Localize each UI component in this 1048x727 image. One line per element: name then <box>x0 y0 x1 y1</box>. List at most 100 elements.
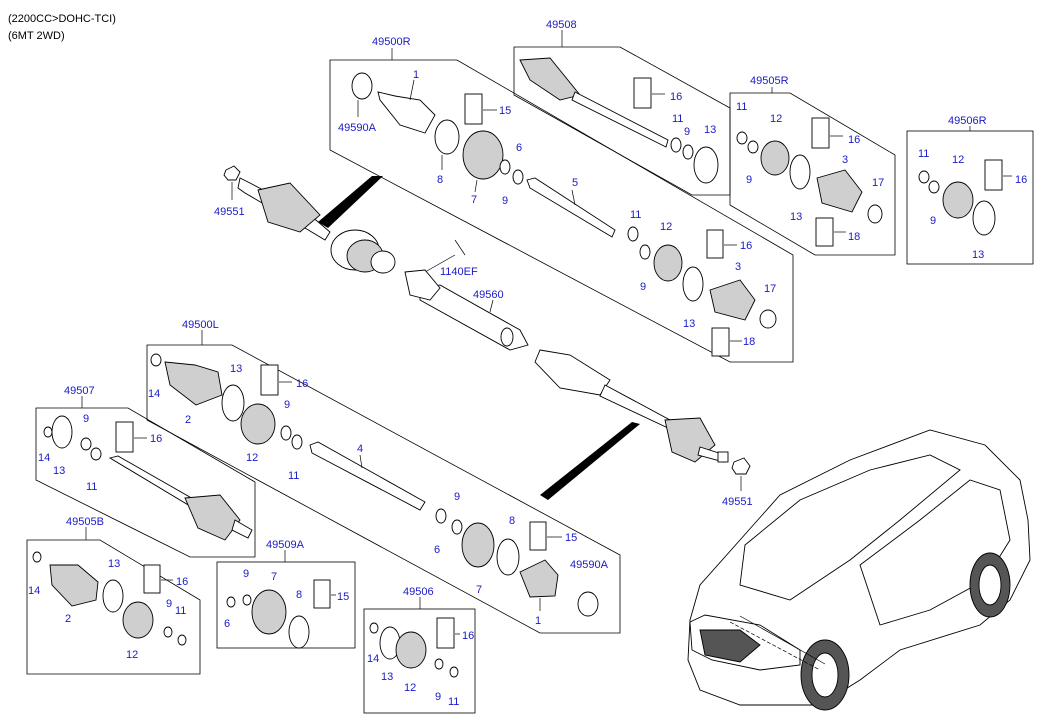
clamp-14-49507 <box>43 426 53 438</box>
label-16-49508[interactable]: 16 <box>670 91 682 103</box>
label-13-49506[interactable]: 13 <box>381 671 393 683</box>
label-9-r[interactable]: 9 <box>502 195 508 207</box>
label-15-49509A[interactable]: 15 <box>337 591 349 603</box>
label-3-r[interactable]: 3 <box>735 261 741 273</box>
label-9-L[interactable]: 9 <box>284 399 290 411</box>
label-13-L[interactable]: 13 <box>230 363 242 375</box>
label-8-L[interactable]: 8 <box>509 515 515 527</box>
label-4-L[interactable]: 4 <box>357 443 363 455</box>
label-16-r[interactable]: 16 <box>740 240 752 252</box>
label-16-49507[interactable]: 16 <box>150 433 162 445</box>
label-49551-upper[interactable]: 49551 <box>214 206 245 218</box>
label-17-r[interactable]: 17 <box>764 283 776 295</box>
label-1-L[interactable]: 1 <box>535 615 541 627</box>
label-6-r[interactable]: 6 <box>516 142 522 154</box>
label-49507[interactable]: 49507 <box>64 385 95 397</box>
label-2-49505B[interactable]: 2 <box>65 613 71 625</box>
label-49505R[interactable]: 49505R <box>750 75 789 87</box>
label-14-49506[interactable]: 14 <box>367 653 379 665</box>
label-11-49505B[interactable]: 11 <box>175 605 186 617</box>
label-12-49505R[interactable]: 12 <box>770 113 782 125</box>
label-18-r[interactable]: 18 <box>743 336 755 348</box>
clamp-9-49508 <box>682 144 694 160</box>
label-13-49505B[interactable]: 13 <box>108 558 120 570</box>
label-12-r[interactable]: 12 <box>660 221 672 233</box>
label-49500L[interactable]: 49500L <box>182 319 219 331</box>
label-7-49509A[interactable]: 7 <box>271 571 277 583</box>
label-9-49505B[interactable]: 9 <box>166 598 172 610</box>
label-8-r[interactable]: 8 <box>437 174 443 186</box>
clamp-14-49505B <box>32 551 42 563</box>
shaft-49508 <box>519 57 581 101</box>
label-9-49506[interactable]: 9 <box>435 691 441 703</box>
label-7-r[interactable]: 7 <box>471 194 477 206</box>
label-9-49506R[interactable]: 9 <box>930 215 936 227</box>
clamp-11-49505B <box>177 634 187 646</box>
label-49505B[interactable]: 49505B <box>66 516 104 528</box>
clamp-13-49505B <box>102 579 124 613</box>
label-14-49507[interactable]: 14 <box>38 452 50 464</box>
label-16-49505R[interactable]: 16 <box>848 134 860 146</box>
clamp-9b-r <box>639 244 651 260</box>
label-13-49506R[interactable]: 13 <box>972 249 984 261</box>
label-7-L[interactable]: 7 <box>476 584 482 596</box>
label-9b-L[interactable]: 9 <box>454 491 460 503</box>
clamp-9-49505B <box>163 626 173 638</box>
label-9-49508[interactable]: 9 <box>684 126 690 138</box>
label-11-r[interactable]: 11 <box>630 209 641 221</box>
label-11-49506R[interactable]: 11 <box>918 148 929 160</box>
label-18-49505R[interactable]: 18 <box>848 231 860 243</box>
label-9-49505R[interactable]: 9 <box>746 174 752 186</box>
label-17-49505R[interactable]: 17 <box>872 177 884 189</box>
clamp-13-49506R <box>972 200 996 236</box>
intermediate-shaft-49560 <box>404 269 441 301</box>
label-49500R[interactable]: 49500R <box>372 36 411 48</box>
label-49590A-r[interactable]: 49590A <box>338 122 377 134</box>
label-15-L[interactable]: 15 <box>565 532 577 544</box>
label-9-49507[interactable]: 9 <box>83 413 89 425</box>
label-16-49505B[interactable]: 16 <box>176 576 188 588</box>
clamp-9-49509A <box>242 594 252 606</box>
label-16-L[interactable]: 16 <box>296 378 308 390</box>
label-12-49506[interactable]: 12 <box>404 682 416 694</box>
label-49509A[interactable]: 49509A <box>266 539 305 551</box>
label-14-49505B[interactable]: 14 <box>28 585 40 597</box>
label-13-49505R[interactable]: 13 <box>790 211 802 223</box>
label-12-49506R[interactable]: 12 <box>952 154 964 166</box>
label-11-49506[interactable]: 11 <box>448 696 459 708</box>
label-13-49508[interactable]: 13 <box>704 124 716 136</box>
label-1140EF[interactable]: 1140EF <box>440 266 478 278</box>
label-49560[interactable]: 49560 <box>473 289 504 301</box>
label-11-49508[interactable]: 11 <box>672 113 683 125</box>
label-1-r[interactable]: 1 <box>413 69 419 81</box>
label-13-r[interactable]: 13 <box>683 318 695 330</box>
label-3-49505R[interactable]: 3 <box>842 154 848 166</box>
label-13-49507[interactable]: 13 <box>53 465 65 477</box>
label-16-49506R[interactable]: 16 <box>1015 174 1027 186</box>
label-16-49506[interactable]: 16 <box>462 630 474 642</box>
label-49506[interactable]: 49506 <box>403 586 434 598</box>
label-11-L[interactable]: 11 <box>288 470 299 482</box>
label-49590A-L[interactable]: 49590A <box>570 559 609 571</box>
label-5-r[interactable]: 5 <box>572 177 578 189</box>
label-6-L[interactable]: 6 <box>434 544 440 556</box>
label-12-49505B[interactable]: 12 <box>126 649 138 661</box>
label-11-49507[interactable]: 11 <box>86 481 97 493</box>
clamp-9-49505R <box>747 140 759 154</box>
label-49551-lower[interactable]: 49551 <box>722 496 753 508</box>
label-12-L[interactable]: 12 <box>246 452 258 464</box>
label-9b-r[interactable]: 9 <box>640 281 646 293</box>
label-14-L[interactable]: 14 <box>148 388 160 400</box>
label-2-L[interactable]: 2 <box>185 414 191 426</box>
label-8-49509A[interactable]: 8 <box>296 589 302 601</box>
label-6-49509A[interactable]: 6 <box>224 618 230 630</box>
label-49508[interactable]: 49508 <box>546 19 577 31</box>
label-15-r[interactable]: 15 <box>499 105 511 117</box>
clamp-9-r <box>499 159 511 175</box>
clamp-8-r <box>434 119 460 155</box>
label-9-49509A[interactable]: 9 <box>243 568 249 580</box>
label-11-49505R[interactable]: 11 <box>736 101 747 113</box>
label-49506R[interactable]: 49506R <box>948 115 987 127</box>
clamp-11-49508 <box>670 137 682 153</box>
